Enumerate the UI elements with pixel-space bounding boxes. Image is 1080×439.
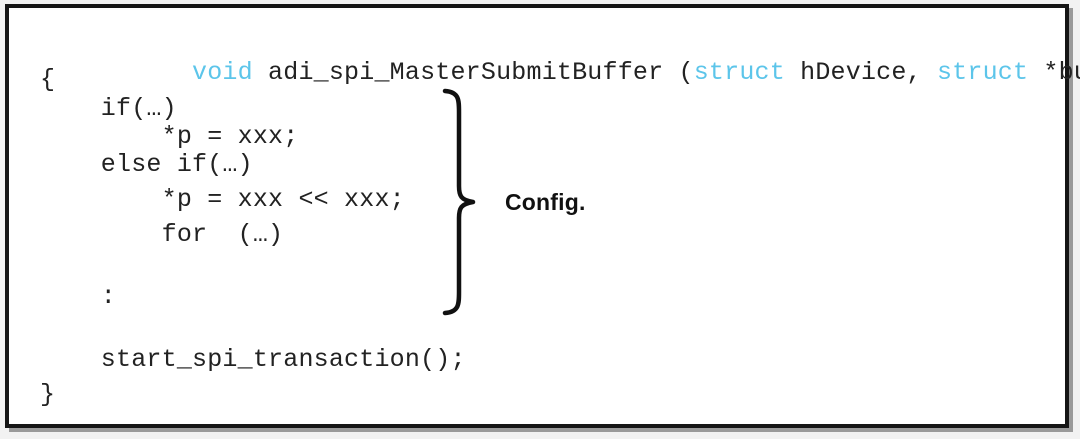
signature-name-and-open-paren: adi_spi_MasterSubmitBuffer (	[252, 58, 694, 87]
code-line-close-brace: }	[40, 380, 56, 409]
code-block: void adi_spi_MasterSubmitBuffer (struct …	[9, 8, 1080, 424]
config-annotation-label: Config.	[505, 189, 586, 215]
code-line-assign-2: *p = xxx << xxx;	[40, 185, 405, 214]
param-hdevice: hDevice,	[784, 58, 937, 87]
figure-canvas: void adi_spi_MasterSubmitBuffer (struct …	[9, 8, 1080, 424]
code-line-signature: void adi_spi_MasterSubmitBuffer (struct …	[40, 31, 1080, 115]
keyword-struct-2: struct	[936, 58, 1029, 87]
figure-frame: void adi_spi_MasterSubmitBuffer (struct …	[5, 4, 1080, 428]
code-line-open-brace: {	[40, 65, 56, 94]
code-line-if: if(…)	[40, 94, 177, 123]
keyword-struct-1: struct	[693, 58, 785, 87]
config-grouping-brace	[429, 86, 493, 318]
keyword-void: void	[192, 58, 253, 87]
code-line-for: for (…)	[40, 220, 284, 249]
code-line-else-if: else if(…)	[40, 150, 253, 179]
code-line-assign-1: *p = xxx;	[40, 122, 299, 151]
curly-brace-icon	[442, 88, 476, 316]
param-buffer: *buffer)	[1043, 58, 1080, 87]
code-line-call: start_spi_transaction();	[40, 345, 466, 374]
code-line-ellipsis: :	[40, 282, 117, 311]
